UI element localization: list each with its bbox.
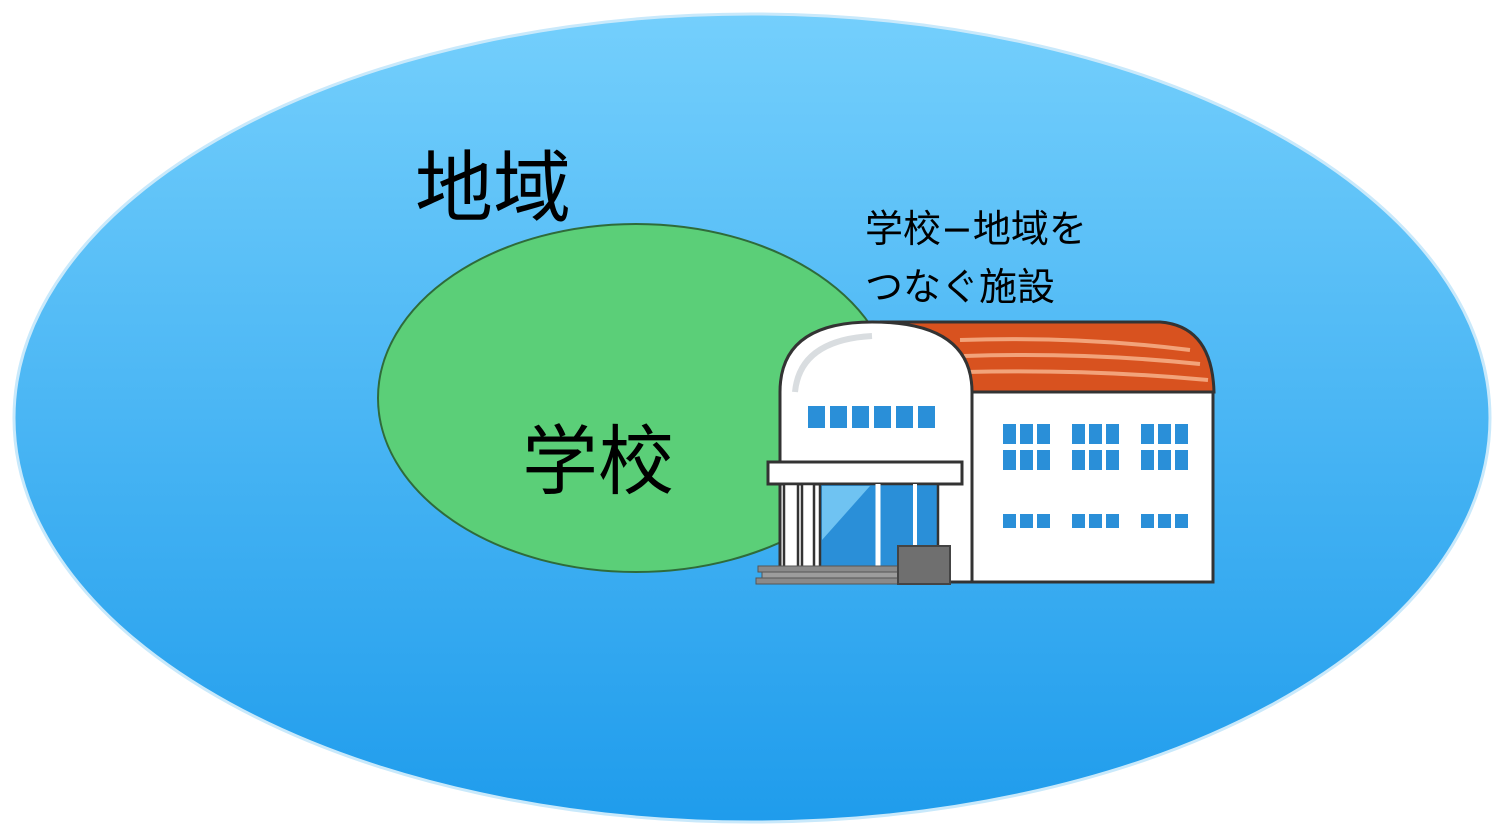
facility-label: 学校−地域を つなぐ施設 [865, 200, 1087, 316]
school-label: 学校 [522, 417, 674, 506]
region-label: 地域 [415, 144, 572, 234]
school-building-icon [755, 320, 1216, 585]
facility-label-line2: つなぐ施設 [865, 265, 1056, 309]
facility-label-line1: 学校−地域を [865, 207, 1087, 251]
